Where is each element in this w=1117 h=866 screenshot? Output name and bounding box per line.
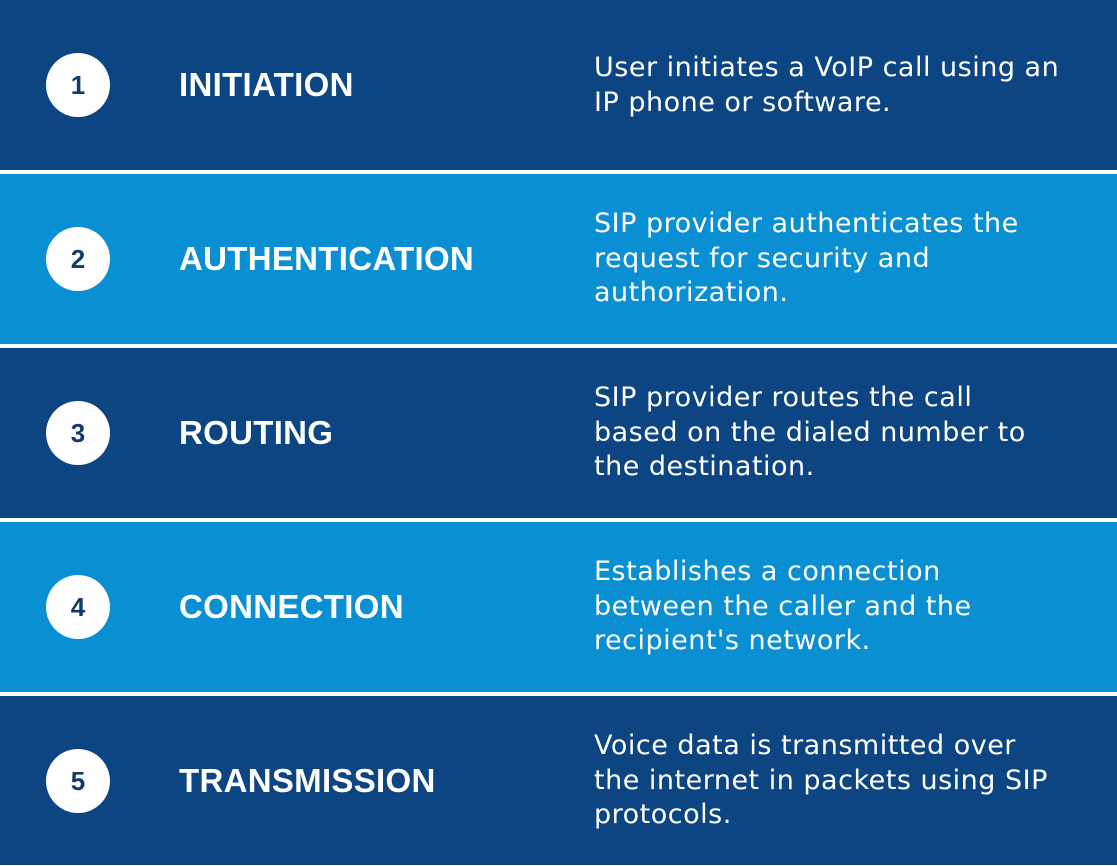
step-description-line: authorization. — [594, 277, 789, 308]
step-authentication: 2 AUTHENTICATION SIP provider authentica… — [0, 174, 1117, 344]
step-number-badge: 1 — [46, 53, 110, 117]
step-description: Voice data is transmitted over the inter… — [594, 729, 1094, 833]
step-description-line: SIP provider authenticates the — [594, 208, 1019, 239]
step-number-badge: 3 — [46, 401, 110, 465]
step-description: Establishes a connection between the cal… — [594, 555, 1094, 659]
step-connection: 4 CONNECTION Establishes a connection be… — [0, 522, 1117, 692]
step-title: CONNECTION — [179, 588, 404, 625]
step-description-line: based on the dialed number to — [594, 416, 1026, 448]
step-description-line: protocols. — [594, 799, 732, 830]
step-title: AUTHENTICATION — [179, 240, 475, 277]
step-description-line: the internet in packets using SIP — [594, 764, 1048, 796]
step-description-line: User initiates a VoIP call using an — [594, 52, 1060, 83]
step-title: TRANSMISSION — [179, 762, 436, 799]
step-description-line: Voice data is transmitted over — [594, 730, 1016, 761]
step-description-line: recipient's network. — [594, 625, 871, 656]
step-description-line: between the caller and the — [594, 590, 972, 622]
step-number-badge: 2 — [46, 227, 110, 291]
step-description-line: the destination. — [594, 451, 815, 482]
step-description-line: SIP provider routes the call — [594, 382, 973, 413]
step-number-badge: 5 — [46, 749, 110, 813]
step-number-badge: 4 — [46, 575, 110, 639]
step-title: INITIATION — [179, 66, 354, 103]
step-description-line: IP phone or software. — [594, 86, 892, 118]
step-initiation: 1 INITIATION User initiates a VoIP call … — [0, 0, 1117, 170]
step-description-line: Establishes a connection — [594, 556, 941, 587]
step-description: SIP provider routes the call based on th… — [594, 381, 1094, 485]
step-description: SIP provider authenticates the request f… — [594, 207, 1094, 311]
step-routing: 3 ROUTING SIP provider routes the call b… — [0, 348, 1117, 518]
step-description: User initiates a VoIP call using an IP p… — [594, 51, 1094, 120]
step-transmission: 5 TRANSMISSION Voice data is transmitted… — [0, 696, 1117, 865]
step-title: ROUTING — [179, 414, 334, 451]
step-description-line: request for security and — [594, 242, 931, 274]
